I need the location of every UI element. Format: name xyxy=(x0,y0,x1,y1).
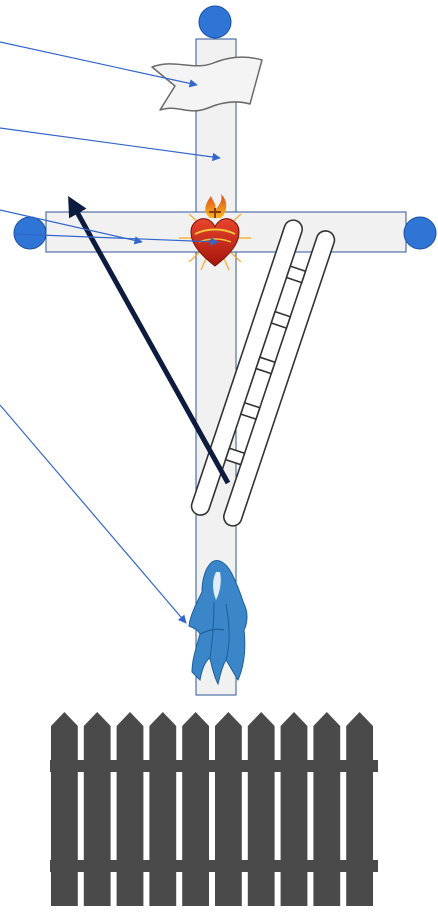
fence-picket xyxy=(117,712,144,906)
fence-picket xyxy=(182,712,209,906)
picket-fence xyxy=(50,712,378,906)
fence-picket xyxy=(248,712,275,906)
right-knob xyxy=(404,217,436,249)
pointer-arrows xyxy=(0,42,220,623)
fence-picket xyxy=(281,712,308,906)
fence-picket xyxy=(215,712,242,906)
fence-picket xyxy=(313,712,340,906)
pointer-arrow-figure xyxy=(0,405,186,623)
fence-picket xyxy=(346,712,373,906)
fence-picket xyxy=(149,712,176,906)
fence-picket xyxy=(84,712,111,906)
fence-picket xyxy=(51,712,78,906)
banner xyxy=(152,57,262,111)
left-knob xyxy=(14,217,46,249)
pointer-arrow-upright xyxy=(0,128,220,158)
top-knob xyxy=(199,6,231,38)
